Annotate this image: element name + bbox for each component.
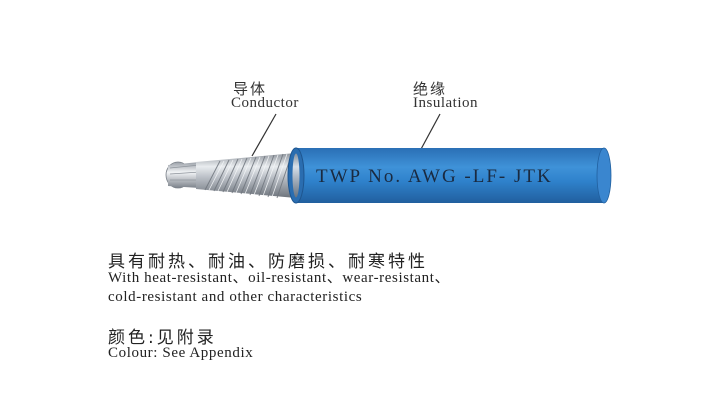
features-en-line1: With heat-resistant、oil-resistant、wear-r…: [108, 270, 451, 286]
conductor-strands: [196, 152, 296, 199]
conductor-label-cn: 导体: [233, 80, 268, 98]
colour-en: Colour: See Appendix: [108, 345, 254, 361]
features-cn: 具有耐热、耐油、防磨损、耐寒特性: [108, 252, 428, 272]
features-en-line2: cold-resistant and other characteristics: [108, 289, 363, 305]
conductor-tip: [165, 161, 201, 189]
insulation-leader-line: [419, 113, 441, 152]
conductor-label-en: Conductor: [231, 95, 299, 111]
insulation-label-cn: 绝缘: [413, 80, 448, 98]
insulation-jacket: TWP No. AWG -LF- JTK: [287, 147, 612, 204]
colour-cn: 颜色:见附录: [108, 328, 217, 348]
insulation-label-en: Insulation: [413, 95, 478, 111]
wire-marking-text: TWP No. AWG -LF- JTK: [316, 166, 553, 187]
conductor-leader-line: [251, 113, 277, 157]
